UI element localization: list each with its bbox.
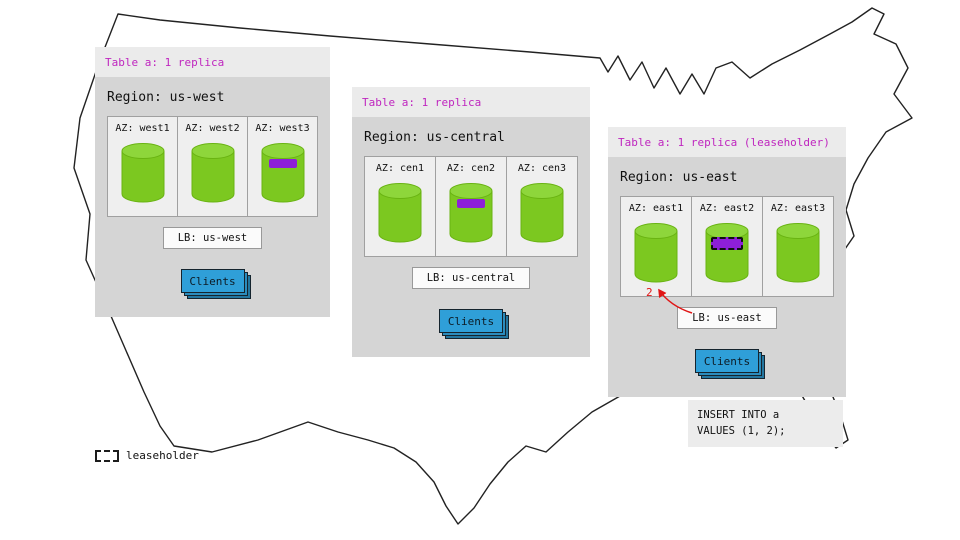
table-replica-strip: Table a: 1 replica (leaseholder)	[608, 127, 846, 157]
database-node	[377, 182, 423, 244]
table-replica-strip: Table a: 1 replica	[352, 87, 590, 117]
az-label: AZ: west1	[115, 123, 170, 134]
sql-query-box: INSERT INTO a VALUES (1, 2);	[688, 400, 843, 447]
database-cylinder-icon	[191, 143, 234, 203]
database-cylinder-icon	[634, 223, 678, 283]
az-label: AZ: cen3	[517, 163, 567, 174]
az-label: AZ: east2	[699, 203, 755, 214]
region-panel-us-central: Table a: 1 replica Region: us-central AZ…	[352, 87, 590, 357]
database-node	[704, 222, 750, 284]
replica-range-icon	[457, 199, 485, 208]
az-label: AZ: east1	[628, 203, 684, 214]
database-node	[120, 142, 166, 204]
az-box-west2: AZ: west2	[178, 117, 248, 216]
az-label: AZ: west2	[185, 123, 240, 134]
replica-range-icon	[268, 159, 297, 168]
region-title: Region: us-west	[107, 90, 225, 105]
sql-query-line1: INSERT INTO a	[697, 409, 780, 421]
table-replica-label: Table a: 1 replica (leaseholder)	[618, 136, 830, 149]
leaseholder-range-icon	[711, 237, 743, 250]
legend: leaseholder	[95, 449, 199, 462]
database-node	[633, 222, 679, 284]
az-box-cen1: AZ: cen1	[365, 157, 436, 256]
database-cylinder-icon	[705, 223, 749, 283]
database-cylinder-icon	[776, 223, 820, 283]
region-panel-us-west: Table a: 1 replica Region: us-west AZ: w…	[95, 47, 330, 317]
load-balancer-box: LB: us-central	[411, 267, 531, 289]
az-box-east1: AZ: east1	[621, 197, 692, 296]
table-replica-label: Table a: 1 replica	[105, 56, 225, 69]
az-box-east3: AZ: east3	[763, 197, 833, 296]
az-box-west3: AZ: west3	[248, 117, 317, 216]
az-row: AZ: west1 AZ: west2 AZ: west3	[107, 116, 318, 217]
region-panel-us-east: Table a: 1 replica (leaseholder) Region:…	[608, 127, 846, 397]
load-balancer-box: LB: us-east	[677, 307, 777, 329]
clients-box: Clients	[439, 309, 503, 333]
load-balancer-box: LB: us-west	[162, 227, 263, 249]
legend-label: leaseholder	[126, 449, 199, 462]
database-cylinder-icon	[261, 143, 304, 203]
database-cylinder-icon	[520, 183, 564, 243]
database-node	[519, 182, 565, 244]
table-replica-label: Table a: 1 replica	[362, 96, 482, 109]
database-node	[775, 222, 821, 284]
region-title: Region: us-east	[620, 170, 738, 185]
az-box-cen3: AZ: cen3	[507, 157, 577, 256]
leaseholder-legend-icon	[95, 449, 119, 462]
database-node	[260, 142, 306, 204]
database-cylinder-icon	[449, 183, 493, 243]
write-value-label: 2	[646, 286, 653, 299]
az-box-west1: AZ: west1	[108, 117, 178, 216]
az-label: AZ: cen1	[375, 163, 425, 174]
az-label: AZ: west3	[255, 123, 310, 134]
region-title: Region: us-central	[364, 130, 505, 145]
database-node	[448, 182, 494, 244]
az-box-east2: AZ: east2	[692, 197, 763, 296]
table-replica-strip: Table a: 1 replica	[95, 47, 330, 77]
sql-query-line2: VALUES (1, 2);	[697, 425, 786, 438]
az-label: AZ: east3	[770, 203, 826, 214]
database-cylinder-icon	[378, 183, 422, 243]
clients-box: Clients	[180, 269, 245, 293]
az-row: AZ: east1 AZ: east2 AZ: east3	[620, 196, 834, 297]
database-cylinder-icon	[121, 143, 164, 203]
database-node	[190, 142, 236, 204]
az-label: AZ: cen2	[446, 163, 496, 174]
az-box-cen2: AZ: cen2	[436, 157, 507, 256]
az-row: AZ: cen1 AZ: cen2 AZ: cen3	[364, 156, 578, 257]
clients-box: Clients	[695, 349, 759, 373]
